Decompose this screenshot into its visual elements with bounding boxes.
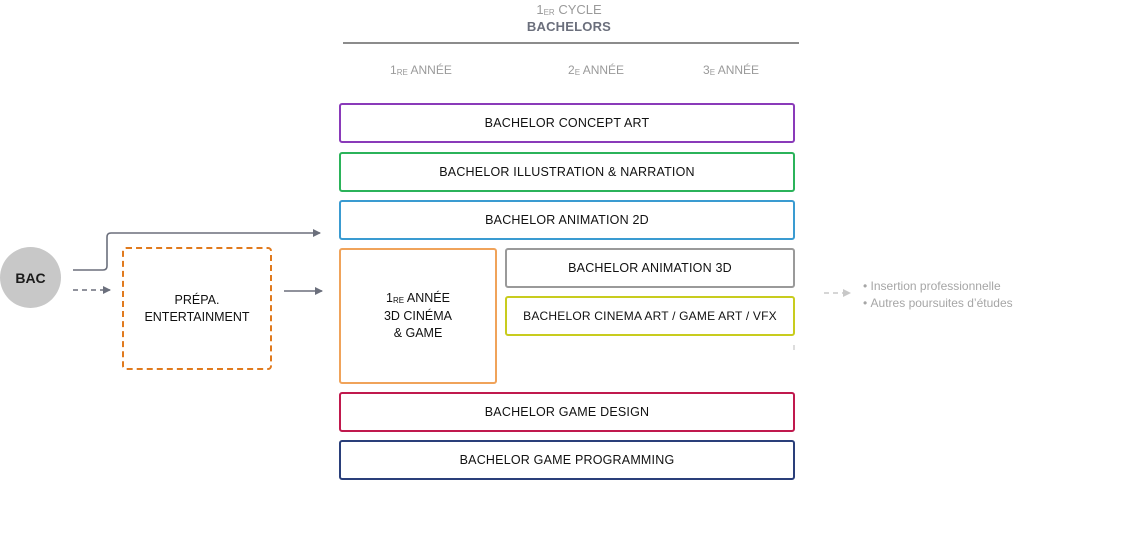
core-year-line2: 3D CINÉMA bbox=[383, 309, 453, 323]
prepa-entertainment-box[interactable]: PRÉPA. ENTERTAINMENT bbox=[122, 247, 272, 370]
outcome-item: Autres poursuites d’études bbox=[863, 295, 1013, 312]
program-label: BACHELOR CONCEPT ART bbox=[484, 116, 650, 130]
header-divider bbox=[343, 42, 799, 44]
year-3-label: 3E ANNÉE bbox=[703, 63, 760, 77]
program-label: BACHELOR ANIMATION 3D bbox=[568, 261, 732, 275]
program-label: BACHELOR GAME DESIGN bbox=[484, 405, 650, 419]
core-year-box[interactable]: 1RE ANNÉE 3D CINÉMA & GAME bbox=[339, 248, 497, 384]
prepa-line1: PRÉPA. bbox=[174, 292, 220, 307]
prepa-line2: ENTERTAINMENT bbox=[144, 309, 250, 324]
program-label: BACHELOR ANIMATION 2D bbox=[485, 213, 649, 227]
program-animation-2d[interactable]: BACHELOR ANIMATION 2D bbox=[339, 200, 795, 240]
program-illustration-narration[interactable]: BACHELOR ILLUSTRATION & NARRATION bbox=[339, 152, 795, 192]
bac-label: BAC bbox=[15, 269, 46, 286]
program-label: BACHELOR ILLUSTRATION & NARRATION bbox=[439, 165, 695, 179]
year-1-label: 1RE ANNÉE bbox=[390, 63, 452, 77]
cycle-title: BACHELORS bbox=[526, 19, 612, 34]
program-animation-3d[interactable]: BACHELOR ANIMATION 3D bbox=[505, 248, 795, 288]
program-game-programming[interactable]: BACHELOR GAME PROGRAMMING bbox=[339, 440, 795, 480]
bac-node[interactable]: BAC bbox=[0, 247, 61, 308]
outcome-item: Insertion professionnelle bbox=[863, 278, 1013, 295]
program-cinema-game-art-vfx[interactable]: BACHELOR CINEMA ART / GAME ART / VFX bbox=[505, 296, 795, 336]
program-game-design[interactable]: BACHELOR GAME DESIGN bbox=[339, 392, 795, 432]
program-label: BACHELOR CINEMA ART / GAME ART / VFX bbox=[523, 309, 777, 323]
outcomes-list: Insertion professionnelle Autres poursui… bbox=[863, 278, 1013, 312]
program-concept-art[interactable]: BACHELOR CONCEPT ART bbox=[339, 103, 795, 143]
year-2-label: 2E ANNÉE bbox=[568, 63, 625, 77]
core-year-line1: 1RE ANNÉE bbox=[386, 291, 450, 305]
program-label: BACHELOR GAME PROGRAMMING bbox=[459, 453, 675, 467]
cycle-label: 1ER CYCLE bbox=[536, 2, 602, 17]
core-year-line3: & GAME bbox=[393, 326, 443, 340]
bac-direct-arrow bbox=[73, 229, 321, 271]
